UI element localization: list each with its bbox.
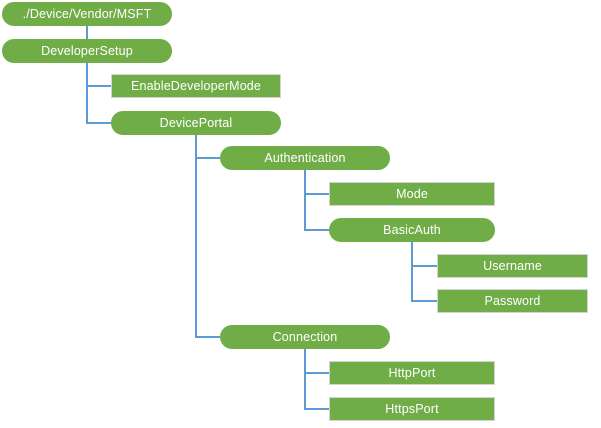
- tree-node-developersetup[interactable]: DeveloperSetup: [2, 39, 172, 63]
- tree-node-httpport[interactable]: HttpPort: [329, 361, 495, 385]
- tree-node-label: BasicAuth: [383, 222, 441, 237]
- tree-node-label: Username: [483, 258, 542, 273]
- connector-connection-to-httpport: [304, 349, 329, 374]
- tree-node-label: ./Device/Vendor/MSFT: [22, 6, 152, 21]
- tree-node-label: Authentication: [264, 150, 346, 165]
- tree-node-httpsport[interactable]: HttpsPort: [329, 397, 495, 421]
- connector-basicauth-to-password: [411, 242, 437, 302]
- connector-deviceportal-to-authentication: [195, 135, 220, 159]
- tree-node-username[interactable]: Username: [437, 254, 588, 278]
- tree-node-enabledevelopermode[interactable]: EnableDeveloperMode: [111, 74, 281, 98]
- tree-node-label: DeveloperSetup: [41, 43, 133, 58]
- tree-node-label: Mode: [396, 186, 428, 201]
- tree-node-mode[interactable]: Mode: [329, 182, 495, 206]
- tree-node-password[interactable]: Password: [437, 289, 588, 313]
- connector-connection-to-httpsport: [304, 349, 329, 410]
- tree-node-root[interactable]: ./Device/Vendor/MSFT: [2, 2, 172, 26]
- connector-authentication-to-mode: [304, 170, 329, 195]
- tree-node-label: EnableDeveloperMode: [130, 78, 262, 93]
- tree-node-connection[interactable]: Connection: [220, 325, 390, 349]
- connector-developersetup-to-deviceportal: [86, 63, 111, 124]
- tree-node-basicauth[interactable]: BasicAuth: [329, 218, 495, 242]
- connector-developersetup-to-enabledevelopermode: [86, 63, 111, 87]
- connector-authentication-to-basicauth: [304, 170, 329, 231]
- tree-node-label: Connection: [272, 329, 338, 344]
- tree-node-authentication[interactable]: Authentication: [220, 146, 390, 170]
- tree-node-label: HttpPort: [388, 365, 436, 380]
- tree-node-deviceportal[interactable]: DevicePortal: [111, 111, 281, 135]
- tree-node-label: DevicePortal: [159, 115, 233, 130]
- connector-basicauth-to-username: [411, 242, 437, 267]
- connector-deviceportal-to-connection: [195, 135, 220, 338]
- tree-node-label: Password: [484, 293, 541, 308]
- tree-node-label: HttpsPort: [385, 401, 439, 416]
